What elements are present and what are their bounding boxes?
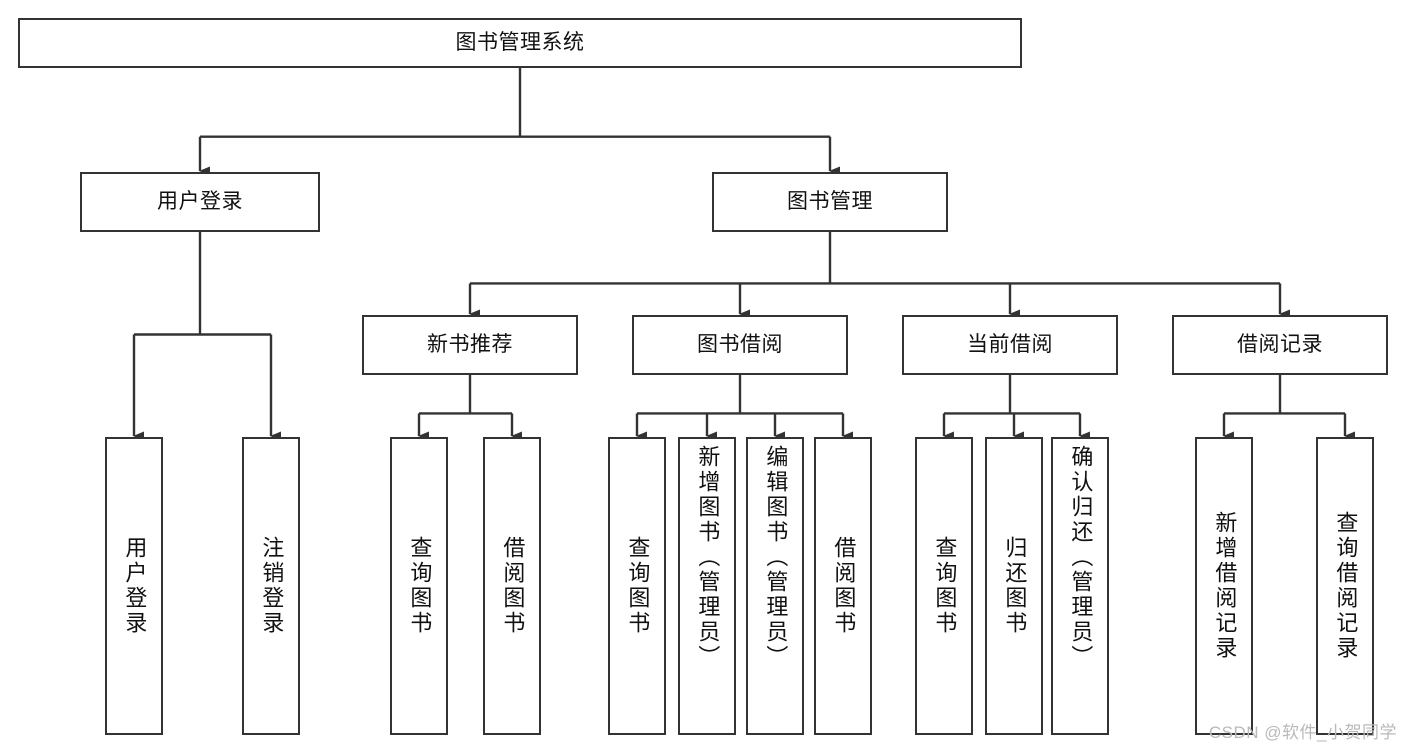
node-new-book-recommend[interactable]: 新书推荐	[362, 315, 578, 375]
node-book-manage[interactable]: 图书管理	[712, 172, 948, 232]
node-borrow-record-label: 借阅记录	[1237, 333, 1323, 357]
leaf-query-borrow-record[interactable]: 查询借阅记录	[1316, 437, 1374, 735]
node-borrow-record[interactable]: 借阅记录	[1172, 315, 1388, 375]
leaf-add-book-admin[interactable]: 新增图书（管理员）	[678, 437, 736, 735]
node-book-borrow-label: 图书借阅	[697, 333, 783, 357]
csdn-watermark: CSDN @软件_小贺同学	[1208, 723, 1397, 742]
leaf-logout[interactable]: 注销登录	[242, 437, 300, 735]
leaf-confirm-return-admin[interactable]: 确认归还（管理员）	[1051, 437, 1109, 735]
leaf-edit-book-admin[interactable]: 编辑图书（管理员）	[746, 437, 804, 735]
node-current-borrow-label: 当前借阅	[967, 333, 1053, 357]
node-new-book-recommend-label: 新书推荐	[427, 333, 513, 357]
leaf-query-book-borrow[interactable]: 查询图书	[608, 437, 666, 735]
leaf-return-book[interactable]: 归还图书	[985, 437, 1043, 735]
node-current-borrow[interactable]: 当前借阅	[902, 315, 1118, 375]
leaf-borrow-book-borrow[interactable]: 借阅图书	[814, 437, 872, 735]
node-user-login-label: 用户登录	[157, 190, 243, 214]
node-user-login[interactable]: 用户登录	[80, 172, 320, 232]
leaf-add-borrow-record[interactable]: 新增借阅记录	[1195, 437, 1253, 735]
leaf-user-login[interactable]: 用户登录	[105, 437, 163, 735]
node-book-borrow[interactable]: 图书借阅	[632, 315, 848, 375]
node-root[interactable]: 图书管理系统	[18, 18, 1022, 68]
node-book-manage-label: 图书管理	[787, 190, 873, 214]
leaf-query-book-current[interactable]: 查询图书	[915, 437, 973, 735]
node-root-label: 图书管理系统	[455, 31, 585, 55]
leaf-query-book-recommend[interactable]: 查询图书	[390, 437, 448, 735]
leaf-borrow-book-recommend[interactable]: 借阅图书	[483, 437, 541, 735]
